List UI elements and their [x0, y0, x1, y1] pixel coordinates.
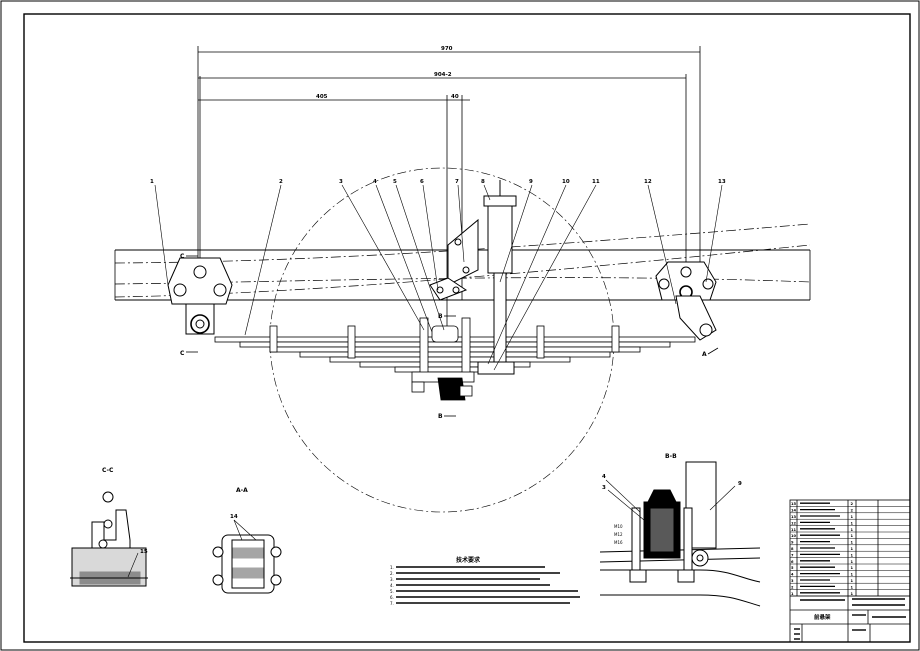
- title-row-quantity: 1: [851, 592, 854, 596]
- title-row-number: 3: [791, 579, 794, 583]
- callout-10: 10: [562, 179, 570, 185]
- dim-offset: 40: [451, 94, 459, 100]
- view-bb-thread-3: M16: [614, 540, 623, 545]
- title-row-quantity: 1: [851, 573, 854, 577]
- shock-absorber: [429, 180, 517, 375]
- callout-11: 11: [592, 179, 600, 185]
- rear-hanger: [655, 261, 717, 341]
- callout-4: 4: [373, 179, 377, 185]
- title-row-number: 7: [791, 553, 794, 557]
- leaf-spring: [214, 317, 696, 401]
- title-row-number: 13: [791, 515, 797, 519]
- callout-leaders: [154, 184, 723, 371]
- title-row-quantity: 1: [851, 521, 854, 525]
- callout-13: 13: [718, 179, 726, 185]
- view-bb: [599, 461, 761, 607]
- view-bb-title: B-B: [665, 453, 677, 460]
- title-row-number: 10: [791, 534, 797, 538]
- callout-12: 12: [644, 179, 652, 185]
- note-line-2: 2.: [390, 571, 394, 576]
- front-hanger: [167, 257, 233, 335]
- section-c-top: C: [180, 253, 185, 260]
- note-line-4: 4.: [390, 583, 394, 588]
- view-bb-callout-4: 4: [602, 474, 606, 480]
- note-line-5: 5.: [390, 589, 394, 594]
- note-line-3: 3.: [390, 577, 394, 582]
- section-b-bottom: B: [438, 413, 443, 420]
- title-row-quantity: 1: [851, 547, 854, 551]
- title-row-number: 4: [791, 573, 794, 577]
- drawing-name: 前悬架: [814, 613, 831, 621]
- title-row-quantity: 1: [851, 566, 854, 570]
- section-c-bottom: C: [180, 350, 185, 357]
- callout-8: 8: [481, 179, 485, 185]
- title-row-number: 9: [791, 541, 794, 545]
- callouts: 1 2 3 4 5 6 7 8 9 10 11 12 13: [150, 179, 726, 185]
- notes-heading: 技术要求: [456, 556, 481, 564]
- title-row-number: 11: [791, 528, 797, 532]
- callout-6: 6: [420, 179, 424, 185]
- section-b-top: B: [438, 313, 443, 320]
- section-markers: C C B B A: [180, 253, 719, 420]
- note-line-7: 7.: [390, 601, 394, 606]
- title-row-quantity: 1: [851, 560, 854, 564]
- section-a: A: [702, 351, 707, 358]
- title-row-number: 15: [791, 502, 797, 506]
- view-aa: [212, 519, 282, 594]
- title-block-text-bars: [794, 598, 906, 640]
- dim-front-length: 405: [316, 94, 328, 100]
- technical-notes: 技术要求 1. 2. 3. 4. 5. 6. 7.: [390, 556, 580, 606]
- dim-overall: 970: [441, 46, 453, 52]
- callout-5: 5: [393, 179, 397, 185]
- view-aa-title: A-A: [236, 487, 248, 494]
- title-row-quantity: 1: [851, 585, 854, 589]
- title-row-quantity: 1: [851, 541, 854, 545]
- view-bb-callout-9: 9: [738, 481, 742, 487]
- title-row-number: 8: [791, 547, 794, 551]
- callout-2: 2: [279, 179, 283, 185]
- title-row-quantity: 2: [851, 502, 854, 506]
- title-row-number: 12: [791, 521, 797, 525]
- callout-9: 9: [529, 179, 533, 185]
- title-row-quantity: 1: [851, 579, 854, 583]
- view-bb-callout-3: 3: [602, 485, 606, 491]
- view-cc: [70, 491, 148, 587]
- title-block: [789, 499, 911, 643]
- title-row-quantity: 1: [851, 528, 854, 532]
- title-row-quantity: 1: [851, 515, 854, 519]
- title-row-quantity: 1: [851, 553, 854, 557]
- callout-7: 7: [455, 179, 459, 185]
- title-row-number: 1: [791, 592, 794, 596]
- note-line-1: 1.: [390, 565, 394, 570]
- title-row-number: 14: [791, 509, 797, 513]
- view-cc-callout: 15: [140, 549, 148, 555]
- callout-1: 1: [150, 179, 154, 185]
- title-row-quantity: 1: [851, 534, 854, 538]
- title-row-quantity: 2: [851, 509, 854, 513]
- view-bb-thread-1: M10: [614, 524, 623, 529]
- title-row-number: 5: [791, 566, 794, 570]
- view-bb-thread-2: M12: [614, 532, 623, 537]
- title-row-number: 6: [791, 560, 794, 564]
- view-cc-title: C-C: [102, 467, 114, 474]
- note-line-6: 6.: [390, 595, 394, 600]
- view-aa-callout: 14: [230, 514, 238, 520]
- title-row-number: 2: [791, 585, 794, 589]
- callout-3: 3: [339, 179, 343, 185]
- dim-eye-to-eye: 904-2: [434, 72, 452, 78]
- inner-border: [23, 13, 911, 643]
